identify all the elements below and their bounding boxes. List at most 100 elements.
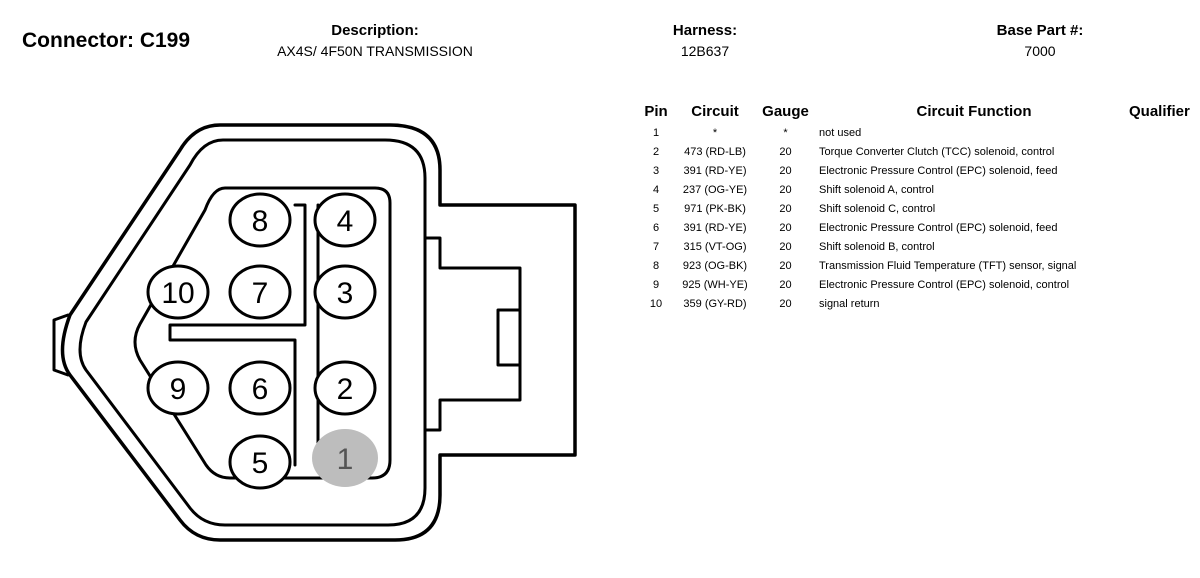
pin-1-label: 1 xyxy=(337,443,354,476)
housing-inner-outline xyxy=(78,138,427,527)
cell-gauge: 20 xyxy=(779,240,792,253)
pin-7-label: 7 xyxy=(252,277,269,310)
pin-2-label: 2 xyxy=(337,373,354,406)
cell-pin: 9 xyxy=(652,278,660,291)
cell-function: Shift solenoid B, control xyxy=(819,240,935,253)
cell-function: Electronic Pressure Control (EPC) soleno… xyxy=(819,164,1058,177)
pin-3-label: 3 xyxy=(337,277,354,310)
cell-circuit: 473 (RD-LB) xyxy=(684,145,746,158)
pin-10-label: 10 xyxy=(161,277,194,310)
cell-function: Electronic Pressure Control (EPC) soleno… xyxy=(819,278,1070,291)
cell-circuit: 923 (OG-BK) xyxy=(682,259,748,272)
harness-label: Harness: xyxy=(672,22,738,39)
table-row: 3 391 (RD-YE) 20 Electronic Pressure Contro… xyxy=(640,161,1190,180)
table-row: 10 359 (GY-RD) 20 signal return xyxy=(640,294,1190,313)
cell-pin: 6 xyxy=(652,221,660,234)
cell-qualifier xyxy=(1129,161,1190,180)
pin-10-circle xyxy=(146,264,210,320)
header-function: Circuit Function xyxy=(916,103,1032,120)
header-gauge: Gauge xyxy=(762,103,809,120)
pin-table: Pin Circuit Gauge Circuit Function Quali… xyxy=(640,103,1190,313)
cell-function: Shift solenoid C, control xyxy=(819,202,936,215)
cell-qualifier xyxy=(1129,199,1190,218)
connector-diagram: 1 2 3 4 5 6 7 8 9 10 xyxy=(52,123,577,542)
pin-2-circle xyxy=(313,360,377,416)
cell-gauge: 20 xyxy=(779,164,792,177)
cell-pin: 3 xyxy=(652,164,660,177)
header-circuit: Circuit xyxy=(691,103,739,120)
pin-3-circle xyxy=(313,264,377,320)
pin-9-label: 9 xyxy=(170,373,187,406)
cell-function: not used xyxy=(819,126,862,139)
cell-pin: 5 xyxy=(652,202,660,215)
cell-gauge: 20 xyxy=(779,297,792,310)
cell-gauge: 20 xyxy=(779,183,792,196)
description-label: Description: xyxy=(331,22,419,39)
cell-qualifier xyxy=(1129,275,1190,294)
pin-5-circle xyxy=(228,434,292,490)
cell-pin: 2 xyxy=(652,145,660,158)
cell-circuit: 237 (OG-YE) xyxy=(682,183,748,196)
cell-function: Transmission Fluid Temperature (TFT) sen… xyxy=(819,259,1077,272)
cell-gauge: * xyxy=(783,126,788,139)
pin-6-circle xyxy=(228,360,292,416)
pin-7-circle xyxy=(228,264,292,320)
pin-1-highlight xyxy=(312,429,378,487)
cell-function: Shift solenoid A, control xyxy=(819,183,934,196)
cell-qualifier xyxy=(1129,237,1190,256)
base-part-block: Base Part #: 7000 xyxy=(975,22,1105,59)
pin-9-circle xyxy=(146,360,210,416)
harness-block: Harness: 12B637 xyxy=(640,22,770,59)
description-value: AX4S/ 4F50N TRANSMISSION xyxy=(277,43,473,59)
cell-pin: 7 xyxy=(652,240,660,253)
housing-outline xyxy=(60,123,577,542)
right-latch-inner xyxy=(496,308,522,367)
table-row: 9 925 (WH-YE) 20 Electronic Pressure Contro… xyxy=(640,275,1190,294)
cell-qualifier xyxy=(1129,142,1190,161)
cell-circuit: 391 (RD-YE) xyxy=(683,221,747,234)
pin-6-label: 6 xyxy=(252,373,269,406)
cell-qualifier xyxy=(1129,218,1190,237)
header-pin: Pin xyxy=(644,103,668,120)
cell-pin: 10 xyxy=(649,297,663,310)
left-latch xyxy=(52,313,70,377)
header-qualifier: Qualifier xyxy=(1129,103,1190,120)
cell-qualifier xyxy=(1129,180,1190,199)
base-part-value: 7000 xyxy=(1024,43,1056,59)
cell-qualifier xyxy=(1129,294,1190,313)
pin-8-label: 8 xyxy=(252,205,269,238)
table-row: 7 315 (VT-OG) 20 Shift solenoid B, control xyxy=(640,237,1190,256)
right-latch xyxy=(423,236,522,432)
harness-value: 12B637 xyxy=(680,43,730,59)
table-row: 5 971 (PK-BK) 20 Shift solenoid C, control xyxy=(640,199,1190,218)
cell-circuit: 359 (GY-RD) xyxy=(683,297,747,310)
table-row: 6 391 (RD-YE) 20 Electronic Pressure Contro… xyxy=(640,218,1190,237)
cell-circuit: 391 (RD-YE) xyxy=(683,164,747,177)
cell-circuit: 315 (VT-OG) xyxy=(683,240,747,253)
pin-table-header: Pin Circuit Gauge Circuit Function Quali… xyxy=(640,103,1190,123)
cell-gauge: 20 xyxy=(779,145,792,158)
cell-function: signal return xyxy=(819,297,880,310)
pin-4-label: 4 xyxy=(337,205,354,238)
cell-pin: 4 xyxy=(652,183,660,196)
cell-gauge: 20 xyxy=(779,278,792,291)
cell-gauge: 20 xyxy=(779,202,792,215)
connector-title: Connector: C199 xyxy=(22,29,191,52)
base-part-label: Base Part #: xyxy=(996,22,1084,39)
cell-qualifier xyxy=(1129,123,1190,142)
cell-circuit: 971 (PK-BK) xyxy=(684,202,746,215)
pin-8-circle xyxy=(228,192,292,248)
pin-4-circle xyxy=(313,192,377,248)
table-row: 4 237 (OG-YE) 20 Shift solenoid A, control xyxy=(640,180,1190,199)
pin-cavity xyxy=(133,186,392,480)
pin-5-label: 5 xyxy=(252,447,269,480)
cell-gauge: 20 xyxy=(779,221,792,234)
cell-circuit: 925 (WH-YE) xyxy=(682,278,748,291)
description-block: Description: AX4S/ 4F50N TRANSMISSION xyxy=(250,22,500,59)
cell-function: Electronic Pressure Control (EPC) soleno… xyxy=(819,221,1058,234)
table-row: 1**not used xyxy=(640,123,1190,142)
divider-left xyxy=(168,203,307,467)
cell-qualifier xyxy=(1129,256,1190,275)
cell-gauge: 20 xyxy=(779,259,792,272)
